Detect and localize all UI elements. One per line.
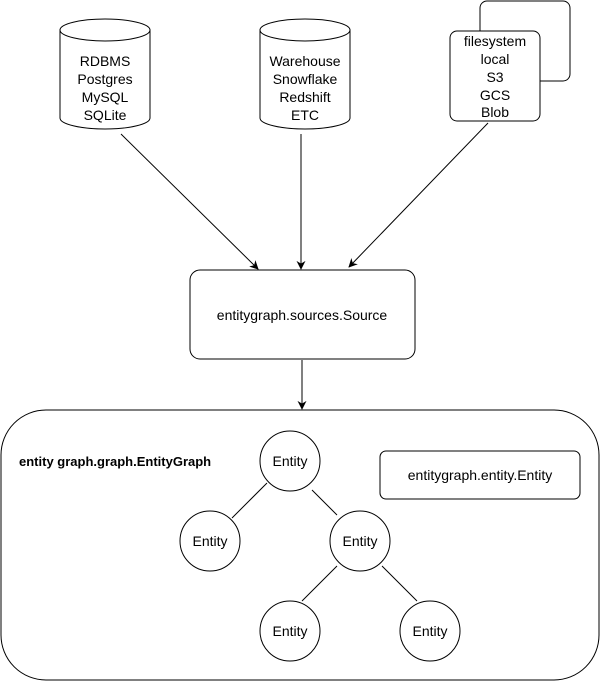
filesystem-label-s3: S3	[486, 69, 503, 85]
entitygraph-title: entity graph.graph.EntityGraph	[19, 454, 211, 469]
database-cylinder: RDBMS Postgres MySQL SQLite	[59, 18, 151, 130]
source-box: entitygraph.sources.Source	[189, 269, 416, 360]
tree-edge	[231, 482, 268, 519]
tree-edge	[381, 565, 418, 602]
entity-class-label: entitygraph.entity.Entity	[408, 467, 552, 483]
entity-class-box: entitygraph.entity.Entity	[379, 450, 581, 500]
entity-node-bottom-right: Entity	[399, 600, 461, 662]
entity-node-label: Entity	[192, 533, 227, 549]
database-label-rdbms: RDBMS	[80, 53, 131, 69]
filesystem-label-gcs: GCS	[480, 87, 510, 103]
entity-node-right: Entity	[329, 510, 391, 572]
entity-node-label: Entity	[342, 533, 377, 549]
tree-edge	[311, 489, 338, 516]
entity-node-root: Entity	[259, 430, 321, 492]
database-label-postgres: Postgres	[77, 71, 132, 87]
arrow-database-to-source	[120, 133, 259, 270]
source-label: entitygraph.sources.Source	[217, 307, 388, 323]
warehouse-cylinder: Warehouse Snowflake Redshift ETC	[259, 18, 351, 130]
entity-node-label: Entity	[412, 623, 447, 639]
warehouse-label-etc: ETC	[291, 107, 319, 123]
entity-node-left: Entity	[179, 510, 241, 572]
warehouse-label-warehouse: Warehouse	[269, 53, 340, 69]
filesystem-label-blob: Blob	[481, 104, 509, 120]
entity-node-bottom-left: Entity	[259, 600, 321, 662]
tree-edge	[301, 565, 338, 602]
arrow-filesystem-to-source	[348, 122, 489, 268]
database-label-sqlite: SQLite	[84, 107, 127, 123]
filesystem-label-filesystem: filesystem	[464, 33, 526, 49]
entity-node-label: Entity	[272, 453, 307, 469]
database-label-mysql: MySQL	[82, 89, 129, 105]
filesystem-stack: filesystem local S3 GCS Blob	[449, 0, 571, 122]
warehouse-label-redshift: Redshift	[279, 89, 330, 105]
warehouse-label-snowflake: Snowflake	[273, 71, 338, 87]
entity-node-label: Entity	[272, 623, 307, 639]
filesystem-label-local: local	[481, 51, 510, 67]
